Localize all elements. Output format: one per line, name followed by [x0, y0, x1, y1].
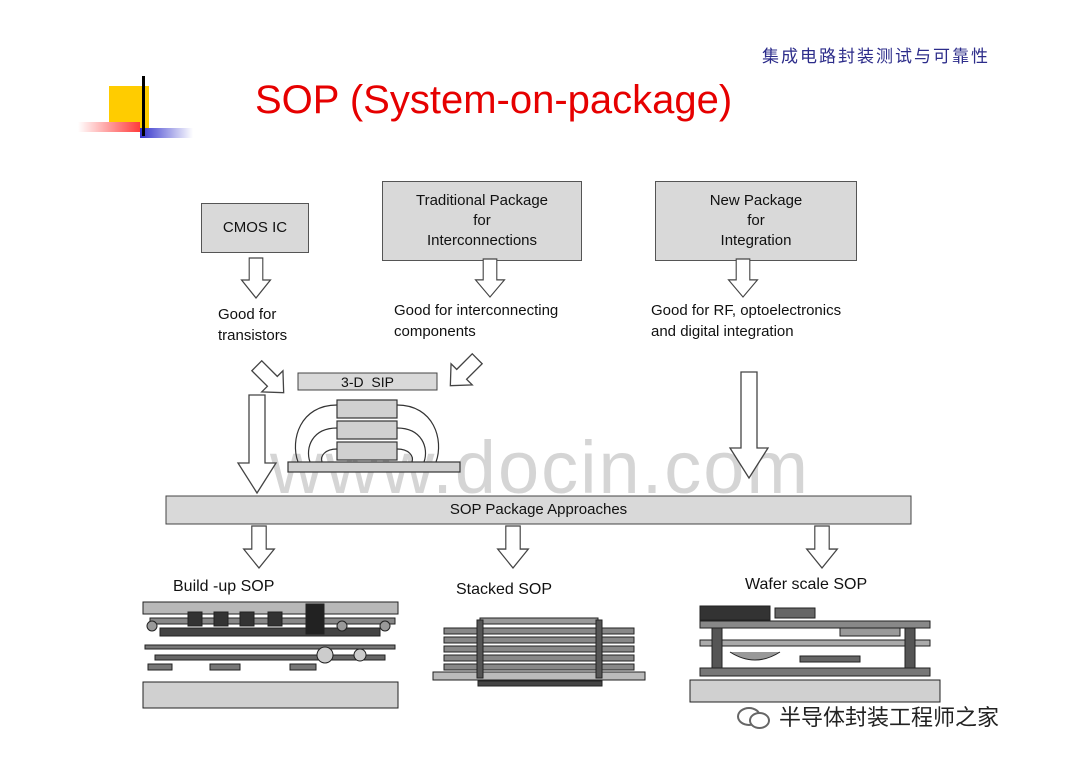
good-transistors-label: Good for transistors [218, 304, 287, 346]
traditional-package-box: Traditional Package for Interconnections [382, 181, 582, 261]
approaches-bar [165, 495, 912, 525]
good-interconnect-label: Good for interconnecting components [394, 300, 558, 342]
header-org-text: 集成电路封装测试与可靠性 [762, 47, 990, 67]
new-package-line-2: for [747, 211, 765, 229]
wechat-footer: 半导体封装工程师之家 [737, 700, 999, 732]
wechat-text: 半导体封装工程师之家 [779, 706, 1000, 731]
cmos-ic-label: CMOS IC [222, 218, 288, 236]
buildup-sop-label: Build -up SOP [173, 578, 275, 595]
corner-logo [78, 76, 193, 142]
arrow-traditional-down [474, 258, 506, 298]
sip-label: 3-D SIP [341, 374, 394, 390]
good-rf-line-2: and digital integration [651, 323, 794, 340]
new-package-line-3: Integration [720, 232, 792, 250]
wafer-sop-illustration [689, 605, 941, 703]
good-interconnect-line-1: Good for interconnecting [394, 302, 559, 319]
wafer-sop-label: Wafer scale SOP [745, 576, 868, 593]
good-rf-label: Good for RF, optoelectronics and digital… [651, 300, 841, 342]
cmos-ic-box: CMOS IC [201, 203, 309, 253]
wechat-icon [737, 704, 771, 729]
arrow-to-wafer [806, 525, 838, 569]
arrow-new-down [727, 258, 759, 298]
stacked-sop-label: Stacked SOP [456, 581, 553, 598]
approaches-label: SOP Package Approaches [449, 501, 628, 518]
sip-label-bar [297, 372, 438, 391]
stacked-sop-illustration [432, 617, 646, 687]
new-package-line-1: New Package [709, 191, 803, 209]
arrow-long-right [728, 371, 770, 480]
arrow-to-stacked [497, 525, 529, 569]
traditional-line-1: Traditional Package [415, 191, 549, 209]
good-transistors-line-1: Good for [218, 306, 277, 323]
arrow-long-left [236, 394, 278, 495]
buildup-sop-illustration [142, 601, 399, 709]
arrow-cmos-down [240, 257, 272, 299]
traditional-line-3: Interconnections [426, 232, 538, 250]
arrow-to-buildup [243, 525, 275, 569]
good-interconnect-line-2: components [394, 323, 476, 340]
good-rf-line-1: Good for RF, optoelectronics [651, 302, 842, 319]
page-title: SOP (System-on-package) [255, 78, 733, 122]
logo-vertical-line [142, 76, 145, 136]
sip-stack-illustration [287, 399, 461, 473]
new-package-box: New Package for Integration [655, 181, 857, 261]
logo-red-bar [78, 122, 140, 132]
arrow-diagonal-right [449, 352, 484, 387]
arrow-diagonal-left [250, 359, 285, 394]
traditional-line-2: for [473, 211, 491, 229]
good-transistors-line-2: transistors [218, 327, 288, 344]
logo-blue-bar [140, 128, 193, 138]
